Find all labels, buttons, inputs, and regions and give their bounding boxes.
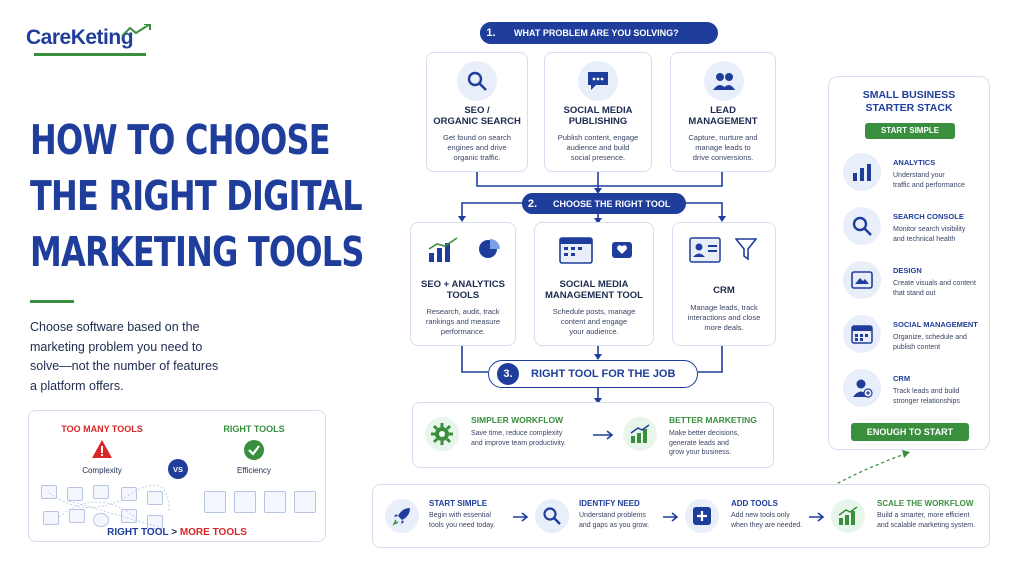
headline-divider xyxy=(30,300,74,303)
calendar-tool-icon xyxy=(264,491,286,513)
brand-name: CareKeting xyxy=(26,26,134,49)
bar-chart-icon xyxy=(428,237,458,262)
footer-operator: > xyxy=(171,527,178,538)
growth-chart-icon xyxy=(838,506,858,525)
better-marketing-title: BETTER MARKETING xyxy=(669,415,757,425)
pie-chart-icon xyxy=(479,239,500,258)
stack-crm-title: CRM xyxy=(893,374,911,383)
step1-pill: 1. WHAT PROBLEM ARE YOU SOLVING? xyxy=(480,22,718,44)
start-simple-badge: START SIMPLE xyxy=(865,123,955,139)
design-icon xyxy=(851,271,873,289)
enough-to-start-badge: ENOUGH TO START xyxy=(851,423,969,441)
step1-label: WHAT PROBLEM ARE YOU SOLVING? xyxy=(514,28,679,38)
outcome-box: SIMPLER WORKFLOW Save time, reduce compl… xyxy=(412,402,774,468)
calendar-tool-icon xyxy=(67,487,83,501)
settings-tool-icon xyxy=(147,515,163,529)
step1-number: 1. xyxy=(480,22,502,44)
headline-line-3: MARKETING TOOLS xyxy=(30,228,364,276)
step3-pill: 3. RIGHT TOOL FOR THE JOB xyxy=(488,360,698,388)
arrow-right-icon xyxy=(513,512,529,522)
contact-card-icon xyxy=(689,237,721,263)
stack-design-title: DESIGN xyxy=(893,266,922,275)
stack-analytics-title: ANALYTICS xyxy=(893,158,936,167)
headline: HOW TO CHOOSE THE RIGHT DIGITAL MARKETIN… xyxy=(30,112,364,280)
step-start-simple-title: START SIMPLE xyxy=(429,499,488,508)
comparison-box: TOO MANY TOOLS Complexity VS RIGHT TOOLS… xyxy=(28,410,326,542)
footer-more-tools: MORE TOOLS xyxy=(179,527,247,538)
list-tool-icon xyxy=(121,509,137,523)
heart-chat-icon xyxy=(612,242,632,258)
calendar-icon xyxy=(559,237,593,264)
vs-badge: VS xyxy=(168,459,188,479)
complexity-label: Complexity xyxy=(82,466,122,475)
analytics-tool-icon xyxy=(204,491,226,513)
headline-line-1: HOW TO CHOOSE xyxy=(30,116,331,164)
calendar-icon xyxy=(851,325,873,344)
step-identify-need-title: IDENTIFY NEED xyxy=(579,499,640,508)
step3-label: RIGHT TOOL FOR THE JOB xyxy=(531,368,676,380)
step-scale-workflow-title: SCALE THE WORKFLOW xyxy=(877,499,974,508)
stack-social-management-title: SOCIAL MANAGEMENT xyxy=(893,320,978,329)
crm-tool-icon xyxy=(294,491,316,513)
funnel-icon xyxy=(735,238,757,261)
user-tool-icon xyxy=(93,485,109,499)
search-icon xyxy=(852,216,872,236)
growth-chart-icon xyxy=(630,424,650,443)
logo-swoosh-icon xyxy=(34,24,151,56)
tangle-lines xyxy=(48,484,170,528)
right-tools-row xyxy=(204,491,324,517)
arrow-right-icon xyxy=(663,512,679,522)
growth-tool-icon xyxy=(69,509,85,523)
team-tool-icon xyxy=(43,511,59,525)
crm-user-icon xyxy=(853,379,873,398)
gear-icon xyxy=(431,423,453,445)
rocket-icon xyxy=(392,508,410,526)
search-icon xyxy=(467,71,487,91)
check-circle-icon xyxy=(244,440,264,460)
headline-line-2: THE RIGHT DIGITAL xyxy=(30,172,363,220)
video-tool-icon xyxy=(93,513,109,527)
arrow-right-icon xyxy=(809,512,825,522)
comparison-footer: RIGHT TOOL > MORE TOOLS xyxy=(29,527,325,538)
arrow-right-icon xyxy=(593,430,614,440)
simpler-workflow-title: SIMPLER WORKFLOW xyxy=(471,415,564,425)
add-square-icon xyxy=(693,507,711,525)
stack-search-console-title: SEARCH CONSOLE xyxy=(893,212,964,221)
step-add-tools-title: ADD TOOLS xyxy=(731,499,778,508)
chat-bubble-icon xyxy=(588,72,608,90)
headline-subtext: Choose software based on the marketing p… xyxy=(30,320,219,393)
brand-logo: CareKeting xyxy=(26,24,156,58)
footer-right-tool: RIGHT TOOL xyxy=(107,527,169,538)
step2-number: 2. xyxy=(522,193,543,214)
warning-icon xyxy=(92,440,112,458)
analytics-icon xyxy=(853,164,871,181)
people-tool-icon xyxy=(147,491,163,505)
step2-pill: 2. CHOOSE THE RIGHT TOOL xyxy=(522,193,686,214)
efficiency-label: Efficiency xyxy=(236,466,272,475)
step2-label: CHOOSE THE RIGHT TOOL xyxy=(553,198,671,209)
too-many-tools-title: TOO MANY TOOLS xyxy=(61,424,143,434)
users-icon xyxy=(713,73,735,90)
search-icon xyxy=(543,507,561,525)
search-tool-icon xyxy=(234,491,256,513)
step3-number: 3. xyxy=(497,363,519,385)
right-tools-title: RIGHT TOOLS xyxy=(223,424,285,434)
